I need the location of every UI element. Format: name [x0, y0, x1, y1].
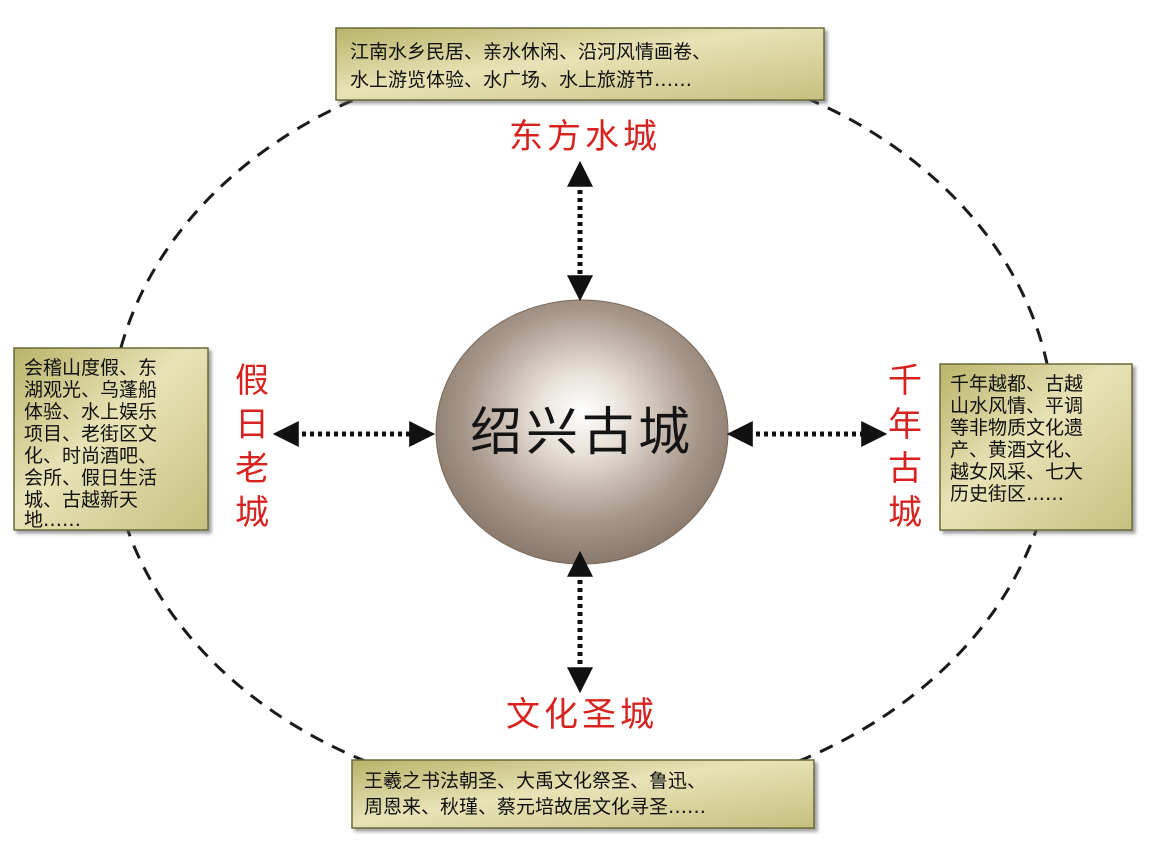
left-box-line-8: 地……: [24, 509, 81, 531]
left-node-label-char-4: 城: [235, 493, 269, 533]
left-box-line-2: 湖观光、乌蓬船: [24, 379, 157, 401]
right-node-label-char-1: 千: [888, 361, 922, 401]
left-box-line-3: 体验、水上娱乐: [24, 401, 157, 423]
right-box-line-1: 千年越都、古越: [950, 373, 1083, 395]
right-info-box: [939, 363, 1133, 531]
bottom-info-box: [351, 759, 815, 829]
bottom-box-line-1: 王羲之书法朝圣、大禹文化祭圣、鲁迅、: [364, 770, 706, 792]
left-info-box: [13, 347, 209, 531]
left-node-label-char-3: 老: [235, 449, 269, 489]
right-box-line-2: 山水风情、平调: [950, 395, 1083, 417]
left-node-label-char-1: 假: [235, 361, 269, 401]
right-node-label-char-4: 城: [888, 493, 922, 533]
top-box-line-1: 江南水乡民居、亲水休闲、沿河风情画卷、: [350, 41, 711, 63]
left-node-label-char-2: 日: [235, 405, 269, 445]
left-box-line-7: 城、古越新天: [24, 489, 138, 511]
top-box-line-2: 水上游览体验、水广场、水上旅游节……: [350, 69, 692, 91]
left-box-line-5: 化、时尚酒吧、: [24, 445, 157, 467]
right-node-label-char-2: 年: [888, 405, 922, 445]
left-box-line-1: 会稽山度假、东: [24, 357, 157, 379]
right-box-line-6: 历史街区……: [950, 483, 1064, 505]
center-label: 绍兴古城: [470, 403, 694, 463]
left-box-line-4: 项目、老街区文: [24, 423, 157, 445]
bottom-node-label: 文化圣城: [506, 695, 658, 735]
right-box-line-3: 等非物质文化遗: [950, 417, 1083, 439]
top-info-box: [335, 27, 825, 101]
top-node-label: 东方水城: [509, 117, 661, 157]
right-box-line-5: 越女风采、七大: [950, 461, 1083, 483]
left-box-line-6: 会所、假日生活: [24, 467, 157, 489]
right-box-line-4: 产、黄酒文化、: [950, 439, 1083, 461]
bottom-box-line-2: 周恩来、秋瑾、蔡元培故居文化寻圣……: [364, 796, 706, 818]
right-node-label-char-3: 古: [888, 449, 922, 489]
